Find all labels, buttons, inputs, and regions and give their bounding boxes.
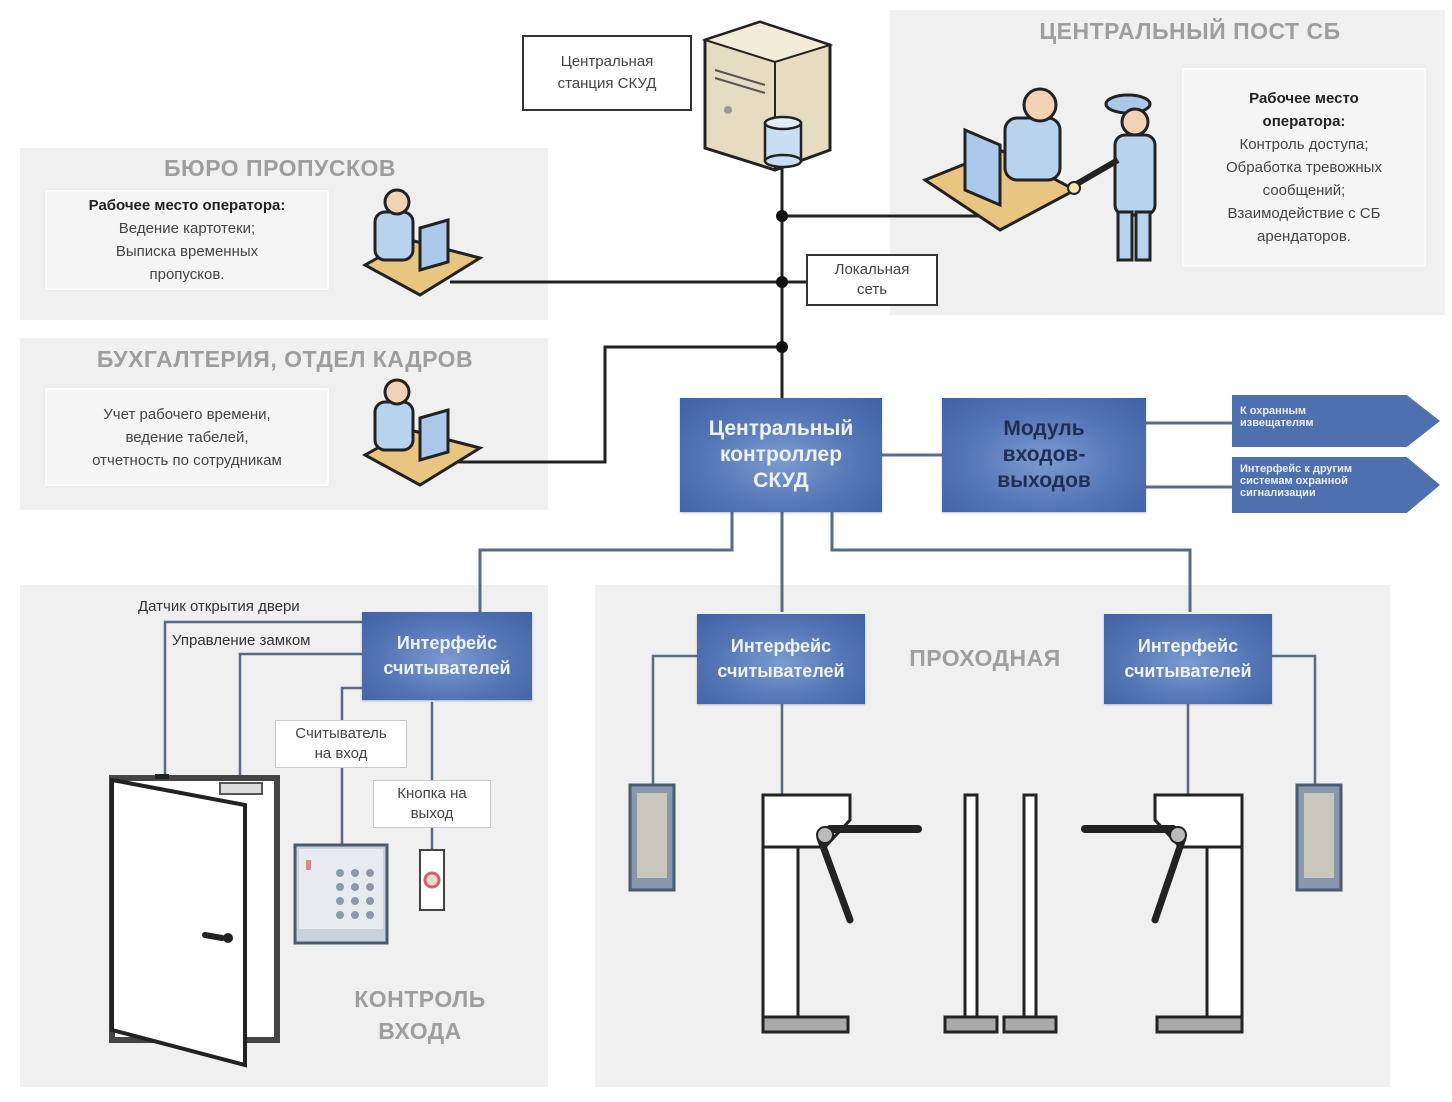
zone-title-pass-bureau: БЮРО ПРОПУСКОВ [163,155,396,181]
arrow-line: Интерфейс к другим [1240,463,1353,475]
label-line: Считыватель [295,725,387,742]
reader-interface-door-block: Интерфейс считывателей [362,612,532,700]
note-line: арендаторов. [1257,228,1351,245]
note-line: Обработка тревожных [1226,159,1382,176]
note-heading: Рабочее место [1249,90,1359,107]
arrow-line: системам охранной [1240,475,1348,487]
device-lines [163,620,1317,850]
block-line: Модуль [1003,417,1085,440]
output-arrow-security-detectors: К охранным извещателям [1232,395,1440,447]
lock-control-label: Управление замком [172,632,311,649]
arrow-line: извещателям [1240,417,1314,429]
line-door-sensor [163,620,362,775]
central-station-label: Центральная станция СКУД [522,35,692,111]
line-lock-control [238,652,362,775]
note-line: Контроль доступа; [1239,136,1369,153]
zone-title-central-post: ЦЕНТРАЛЬНЫЙ ПОСТ СБ [1039,18,1341,44]
block-line: Интерфейс [1137,636,1239,656]
label-line: на вход [314,745,368,762]
database-icon [763,115,803,169]
entry-reader-label: Считыватель на вход [275,720,407,768]
junction-dot [776,210,788,222]
block-line: считывателей [717,661,845,681]
block-line: СКУД [753,469,809,492]
line-left-reader [651,654,697,785]
line-to-door-interface [478,512,734,612]
label-line: Центральная [560,53,654,70]
exit-button-label: Кнопка на выход [373,780,491,828]
line-to-accounting [440,345,782,464]
block-line: Интерфейс [396,633,498,653]
security-guard-icon [1067,93,1157,262]
controller-lines [478,421,1232,612]
local-network-label: Локальная сеть [806,254,938,306]
note-accounting: Учет рабочего времени, ведение табелей, … [45,388,329,486]
output-arrow-other-alarm-systems: Интерфейс к другим системам охранной сиг… [1232,457,1440,513]
turnstile-icon-right [1081,793,1244,1034]
zone-title-line: ВХОДА [378,1018,462,1044]
note-central-post: Рабочее место оператора: Контроль доступ… [1182,68,1426,267]
arrow-line: сигнализации [1240,487,1316,499]
reader-interface-left-block: Интерфейс считывателей [697,614,865,704]
door-sensor-icon [155,774,169,779]
block-line: входов- [1002,443,1086,466]
door-icon [109,774,280,1068]
note-line: отчетность по сотрудникам [92,451,282,469]
note-line: Учет рабочего времени, [103,405,271,423]
zone-title-line: КОНТРОЛЬ [354,986,486,1012]
proximity-reader-icon-right [1295,783,1343,892]
io-module-block: Модуль входов- выходов [942,398,1146,512]
zone-title-accounting: БУХГАЛТЕРИЯ, ОТДЕЛ КАДРОВ [96,346,474,372]
operator-workstation-icon-central [921,87,1079,232]
keypad-reader-icon [293,843,389,945]
note-heading: оператора: [1262,113,1346,130]
turnstile-icon-left [761,793,922,1034]
note-line: Ведение картотеки; [118,220,256,237]
label-line: Локальная [834,261,910,278]
block-line: контроллер [719,443,843,466]
central-controller-block: Центральный контроллер СКУД [680,398,882,512]
note-line: Взаимодействие с СБ [1227,205,1381,222]
note-line: ведение табелей, [125,428,249,446]
label-line: станция СКУД [557,75,657,92]
block-line: выходов [997,469,1091,492]
block-line: считывателей [383,658,511,678]
reader-interface-right-block: Интерфейс считывателей [1104,614,1272,704]
barrier-posts-icon [943,793,1058,1034]
proximity-reader-icon-left [628,783,676,892]
label-line: выход [410,805,454,822]
note-line: Выписка временных [115,243,259,260]
junction-dot [776,341,788,353]
network-junctions [776,210,788,353]
arrow-line: К охранным [1240,405,1306,417]
junction-dot [776,276,788,288]
line-to-right-interface [830,512,1192,612]
note-line: пропусков. [149,266,225,283]
operator-workstation-icon-accounting [361,378,484,487]
line-right-reader [1272,654,1317,785]
exit-button-icon [419,849,445,911]
label-line: сеть [856,281,888,298]
operator-workstation-icon-pass-bureau [361,188,484,297]
label-line: Кнопка на [397,785,467,802]
note-heading: Рабочее место оператора: [88,197,286,214]
note-pass-bureau: Рабочее место оператора: Ведение картоте… [45,190,329,290]
note-line: сообщений; [1262,182,1346,199]
zone-title-checkpoint: ПРОХОДНАЯ [909,645,1061,671]
zone-title-entry-control: КОНТРОЛЬ ВХОДА [330,983,510,1047]
block-line: Центральный [708,417,854,440]
block-line: считывателей [1124,661,1252,681]
lock-icon [219,782,263,795]
block-line: Интерфейс [730,636,832,656]
door-handle-icon [202,932,225,941]
door-sensor-label: Датчик открытия двери [138,598,300,615]
line-entry-reader [340,686,362,845]
